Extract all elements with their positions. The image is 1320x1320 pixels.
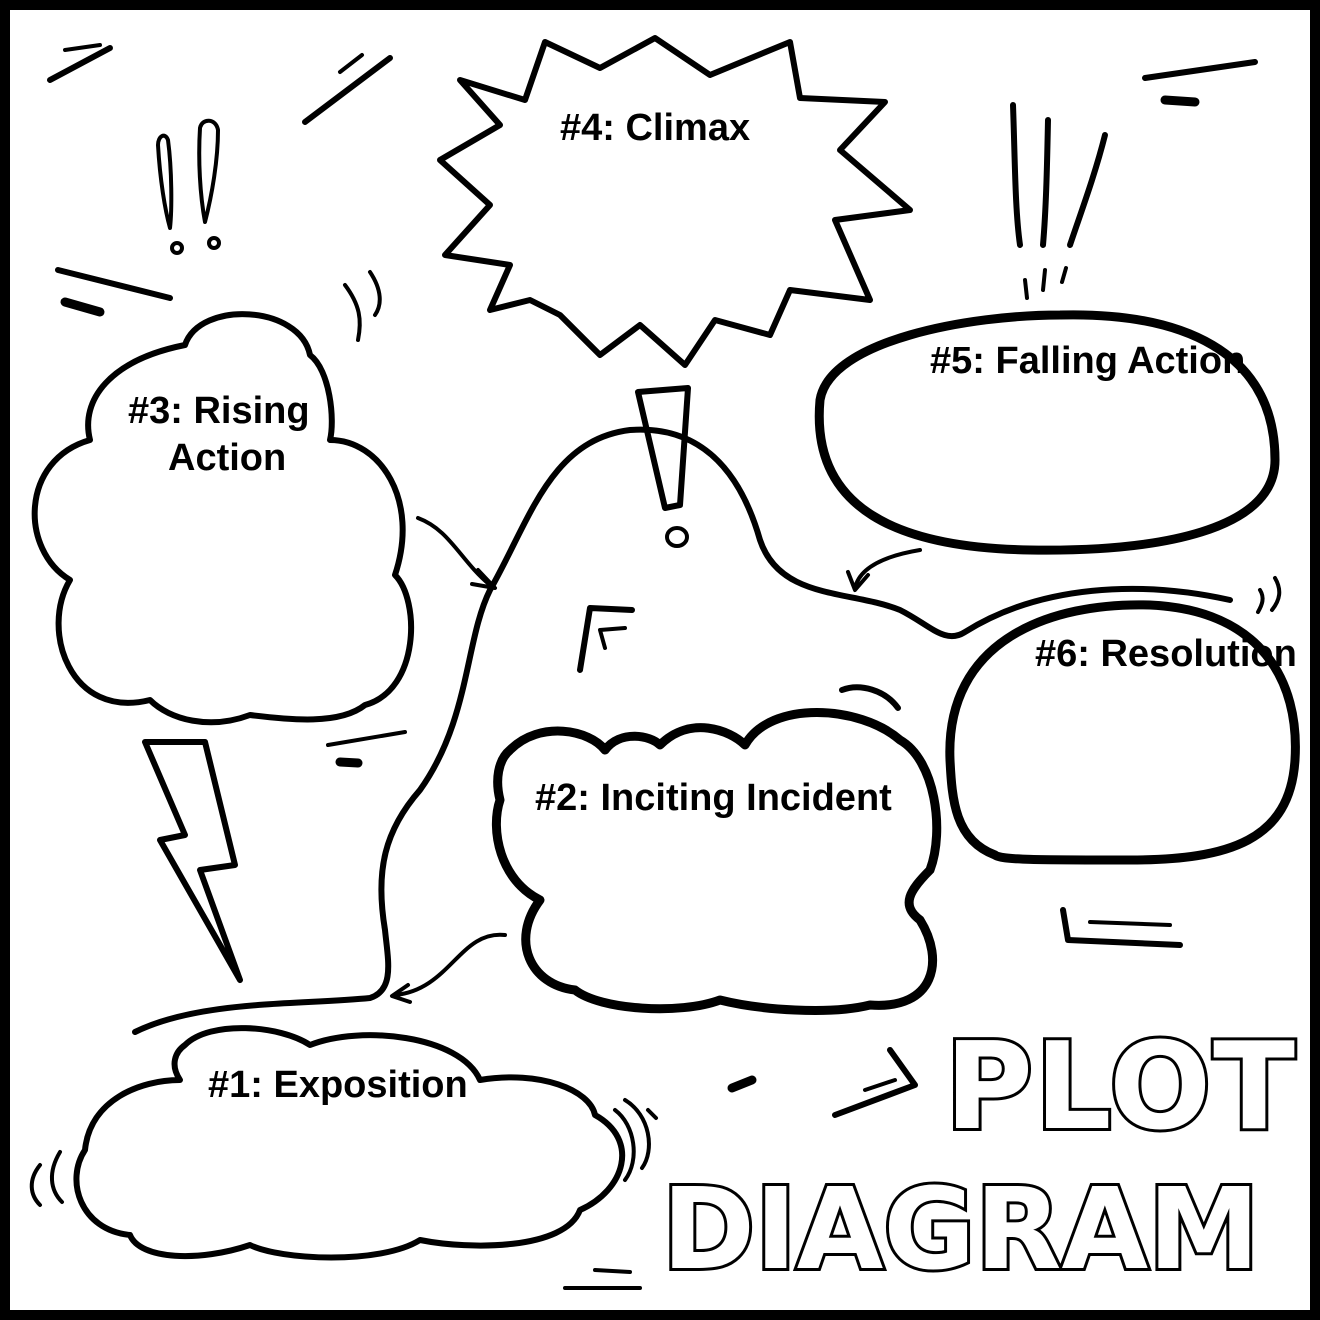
climax-label: #4: Climax bbox=[560, 107, 750, 149]
falling-action-ellipse bbox=[814, 310, 1280, 555]
rising-action-cloud bbox=[31, 311, 415, 726]
arrow-to-curve-falling bbox=[846, 548, 922, 592]
resolution-blob bbox=[945, 600, 1300, 865]
climax-starburst bbox=[437, 35, 913, 368]
arrow-to-curve-rising bbox=[416, 516, 497, 590]
lightning-bolt-icon bbox=[142, 739, 243, 983]
exclamation-icon bbox=[635, 385, 691, 548]
arrow-to-title bbox=[832, 1047, 918, 1118]
arrow-to-curve-inciting bbox=[390, 932, 507, 1004]
rising-action-label-line1: #3: Rising bbox=[128, 390, 310, 432]
exposition-label: #1: Exposition bbox=[208, 1064, 468, 1106]
inciting-incident-cloud bbox=[491, 708, 942, 1015]
plot-arc-curve bbox=[132, 426, 1233, 1035]
triple-exclamation-icon bbox=[1010, 102, 1108, 300]
title-line-2: DIAGRAM bbox=[662, 1165, 1260, 1295]
falling-action-label: #5: Falling Action bbox=[930, 340, 1245, 382]
exposition-cloud bbox=[73, 1025, 626, 1261]
double-exclamation-icon bbox=[156, 118, 221, 255]
resolution-label: #6: Resolution bbox=[1035, 633, 1297, 675]
title-line-1: PLOT bbox=[945, 1018, 1297, 1157]
rising-action-label-line2: Action bbox=[168, 437, 286, 479]
inciting-incident-label: #2: Inciting Incident bbox=[535, 777, 892, 819]
motion-marks bbox=[29, 43, 1282, 1290]
